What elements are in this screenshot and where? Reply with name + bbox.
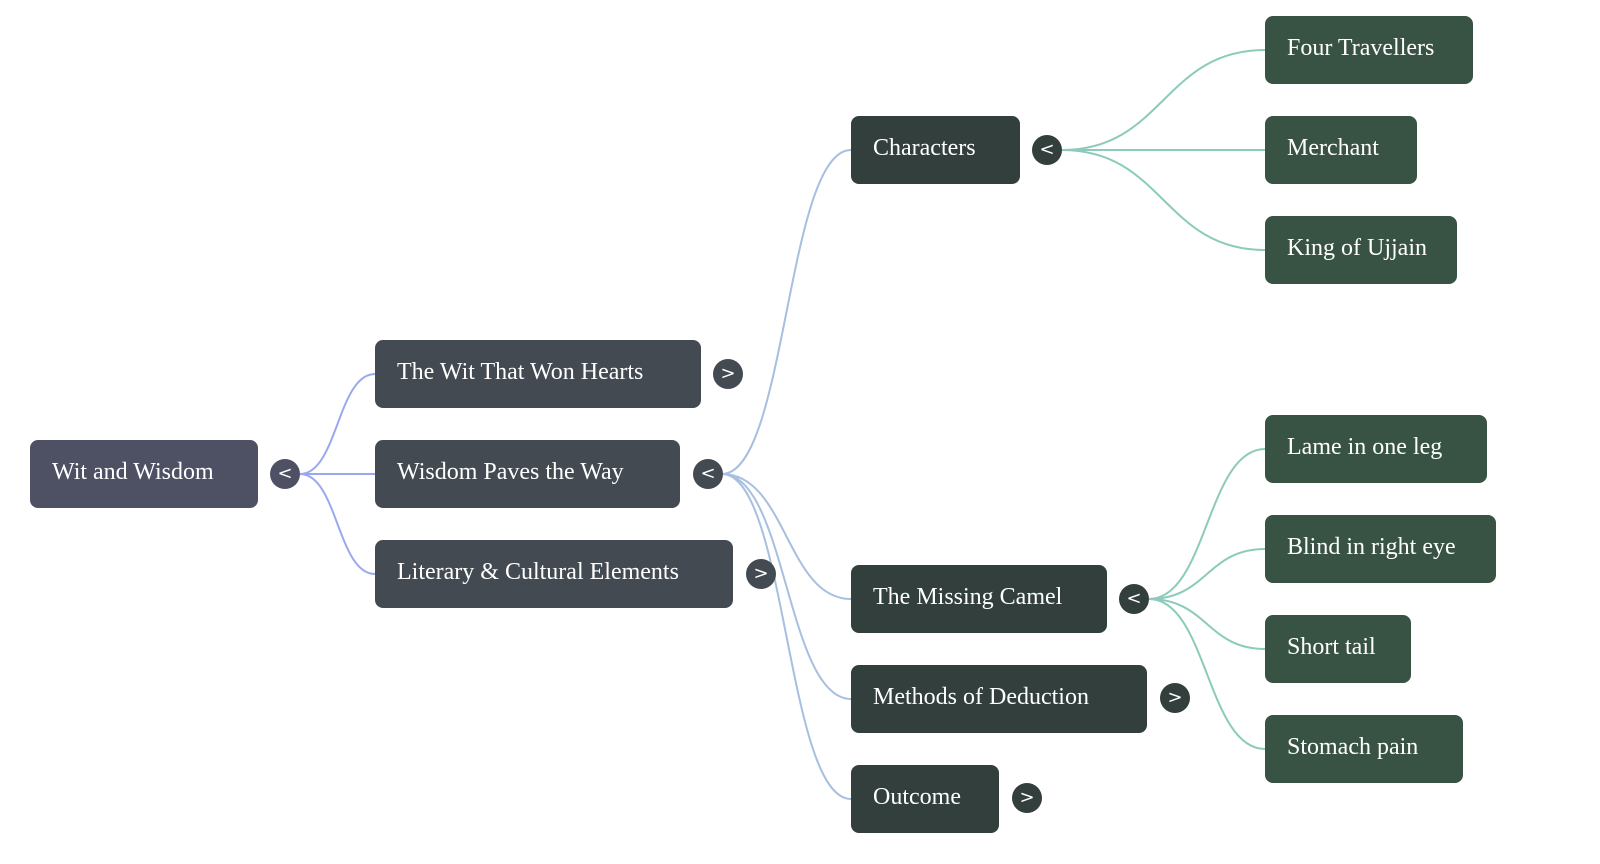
node-outcome[interactable]: Outcome <box>851 765 999 833</box>
node-king-of-ujjain[interactable]: King of Ujjain <box>1265 216 1457 284</box>
link-wisdom-to-level2-3 <box>721 473 852 800</box>
expand-toggle-methods-of-deduction[interactable]: > <box>1160 683 1190 713</box>
node-wisdom-paves-the-way[interactable]: Wisdom Paves the Way <box>375 440 680 508</box>
node-lame-in-one-leg[interactable]: Lame in one leg <box>1265 415 1487 483</box>
node-wit-that-won-hearts[interactable]: The Wit That Won Hearts <box>375 340 701 408</box>
expand-toggle-wit-that-won-hearts[interactable]: > <box>713 359 743 389</box>
collapse-toggle-characters[interactable]: < <box>1032 135 1062 165</box>
expand-toggle-outcome[interactable]: > <box>1012 783 1042 813</box>
link-wisdom-to-level2-0 <box>721 149 852 475</box>
node-characters[interactable]: Characters <box>851 116 1020 184</box>
link-camel-to-trait-2 <box>1148 598 1266 650</box>
node-short-tail[interactable]: Short tail <box>1265 615 1411 683</box>
link-wisdom-to-level2-1 <box>721 473 852 600</box>
link-camel-to-trait-1 <box>1148 548 1266 600</box>
link-root-to-level1-2 <box>299 473 376 575</box>
node-blind-in-right-eye[interactable]: Blind in right eye <box>1265 515 1496 583</box>
root-node[interactable]: Wit and Wisdom <box>30 440 258 508</box>
collapse-toggle-wisdom-paves-the-way[interactable]: < <box>693 459 723 489</box>
expand-toggle-literary-cultural-elements[interactable]: > <box>746 559 776 589</box>
node-literary-cultural-elements[interactable]: Literary & Cultural Elements <box>375 540 733 608</box>
node-stomach-pain[interactable]: Stomach pain <box>1265 715 1463 783</box>
link-wisdom-to-level2-2 <box>721 473 852 700</box>
collapse-toggle-root[interactable]: < <box>270 459 300 489</box>
link-characters-to-leaf-0 <box>1061 49 1266 151</box>
node-four-travellers[interactable]: Four Travellers <box>1265 16 1473 84</box>
link-characters-to-leaf-2 <box>1061 149 1266 251</box>
link-camel-to-trait-0 <box>1148 448 1266 600</box>
node-merchant[interactable]: Merchant <box>1265 116 1417 184</box>
node-missing-camel[interactable]: The Missing Camel <box>851 565 1107 633</box>
link-root-to-level1-0 <box>299 373 376 475</box>
link-camel-to-trait-3 <box>1148 598 1266 750</box>
node-methods-of-deduction[interactable]: Methods of Deduction <box>851 665 1147 733</box>
collapse-toggle-missing-camel[interactable]: < <box>1119 584 1149 614</box>
